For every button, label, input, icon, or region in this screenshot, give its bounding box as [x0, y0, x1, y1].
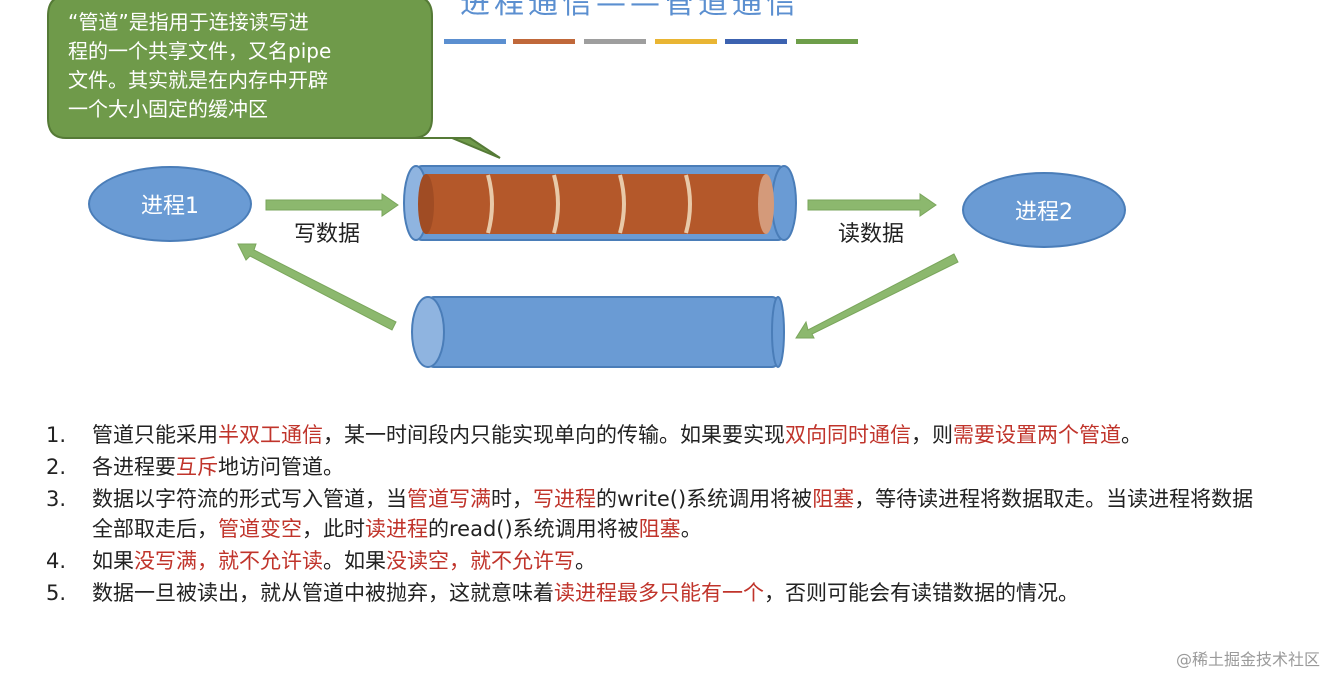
note-segment: 如果	[92, 549, 134, 573]
return-arrow-right	[796, 254, 958, 338]
highlight-text: 需要设置两个管道	[953, 423, 1121, 447]
note-segment: 的write()系统调用将被	[596, 487, 812, 511]
note-text: 各进程要互斥地访问管道。	[92, 452, 1270, 482]
callout-line: 程的一个共享文件，又名pipe	[68, 37, 418, 66]
read-arrow	[808, 194, 936, 216]
return-arrow-left	[238, 244, 396, 330]
note-number: 2.	[40, 452, 92, 482]
highlight-text: 没写满，就不允许读	[134, 549, 323, 573]
note-segment: 数据以字符流的形式写入管道，当	[92, 487, 407, 511]
highlight-text: 没读空，就不允许写	[386, 549, 575, 573]
note-segment: 的read()系统调用将被	[428, 517, 639, 541]
callout-line: 文件。其实就是在内存中开辟	[68, 66, 418, 95]
highlight-text: 阻塞	[812, 487, 854, 511]
note-item: 5.数据一旦被读出，就从管道中被抛弃，这就意味着读进程最多只能有一个，否则可能会…	[40, 578, 1270, 608]
note-segment: ，此时	[302, 517, 365, 541]
note-number: 4.	[40, 546, 92, 576]
note-segment: 管道只能采用	[92, 423, 218, 447]
note-segment: 。	[1121, 423, 1142, 447]
process-1-node: 进程1	[88, 166, 252, 242]
note-text: 管道只能采用半双工通信，某一时间段内只能实现单向的传输。如果要实现双向同时通信，…	[92, 420, 1270, 450]
note-item: 2.各进程要互斥地访问管道。	[40, 452, 1270, 482]
note-segment: 数据一旦被读出，就从管道中被抛弃，这就意味着	[92, 581, 554, 605]
process-2-node: 进程2	[962, 172, 1126, 248]
note-segment: 。	[681, 517, 702, 541]
note-number: 3.	[40, 484, 92, 544]
note-text: 数据以字符流的形式写入管道，当管道写满时，写进程的write()系统调用将被阻塞…	[92, 484, 1270, 544]
note-item: 3.数据以字符流的形式写入管道，当管道写满时，写进程的write()系统调用将被…	[40, 484, 1270, 544]
note-segment: 时，	[491, 487, 533, 511]
note-segment: 。	[575, 549, 596, 573]
write-data-label: 写数据	[294, 216, 360, 248]
pipe-empty	[412, 297, 784, 367]
notes-list: 1.管道只能采用半双工通信，某一时间段内只能实现单向的传输。如果要实现双向同时通…	[40, 420, 1270, 610]
highlight-text: 阻塞	[639, 517, 681, 541]
callout-line: “管道”是指用于连接读写进	[68, 8, 418, 37]
note-segment: 地访问管道。	[218, 455, 344, 479]
highlight-text: 互斥	[176, 455, 218, 479]
callout-line: 一个大小固定的缓冲区	[68, 95, 418, 124]
highlight-text: 写进程	[533, 487, 596, 511]
note-segment: ，某一时间段内只能实现单向的传输。如果要实现	[323, 423, 785, 447]
highlight-text: 双向同时通信	[785, 423, 911, 447]
write-arrow	[266, 194, 398, 216]
note-text: 数据一旦被读出，就从管道中被抛弃，这就意味着读进程最多只能有一个，否则可能会有读…	[92, 578, 1270, 608]
note-item: 1.管道只能采用半双工通信，某一时间段内只能实现单向的传输。如果要实现双向同时通…	[40, 420, 1270, 450]
highlight-text: 管道变空	[218, 517, 302, 541]
note-segment: ，则	[911, 423, 953, 447]
note-item: 4.如果没写满，就不允许读。如果没读空，就不允许写。	[40, 546, 1270, 576]
note-segment: 。如果	[323, 549, 386, 573]
note-segment: ，否则可能会有读错数据的情况。	[764, 581, 1079, 605]
pipe-full	[404, 166, 796, 240]
note-segment: 各进程要	[92, 455, 176, 479]
highlight-text: 读进程	[365, 517, 428, 541]
highlight-text: 管道写满	[407, 487, 491, 511]
watermark: @稀土掘金技术社区	[1176, 646, 1320, 670]
highlight-text: 读进程最多只能有一个	[554, 581, 764, 605]
callout-text: “管道”是指用于连接读写进 程的一个共享文件，又名pipe 文件。其实就是在内存…	[68, 8, 418, 124]
read-data-label: 读数据	[838, 216, 904, 248]
note-number: 5.	[40, 578, 92, 608]
highlight-text: 半双工通信	[218, 423, 323, 447]
note-text: 如果没写满，就不允许读。如果没读空，就不允许写。	[92, 546, 1270, 576]
note-number: 1.	[40, 420, 92, 450]
